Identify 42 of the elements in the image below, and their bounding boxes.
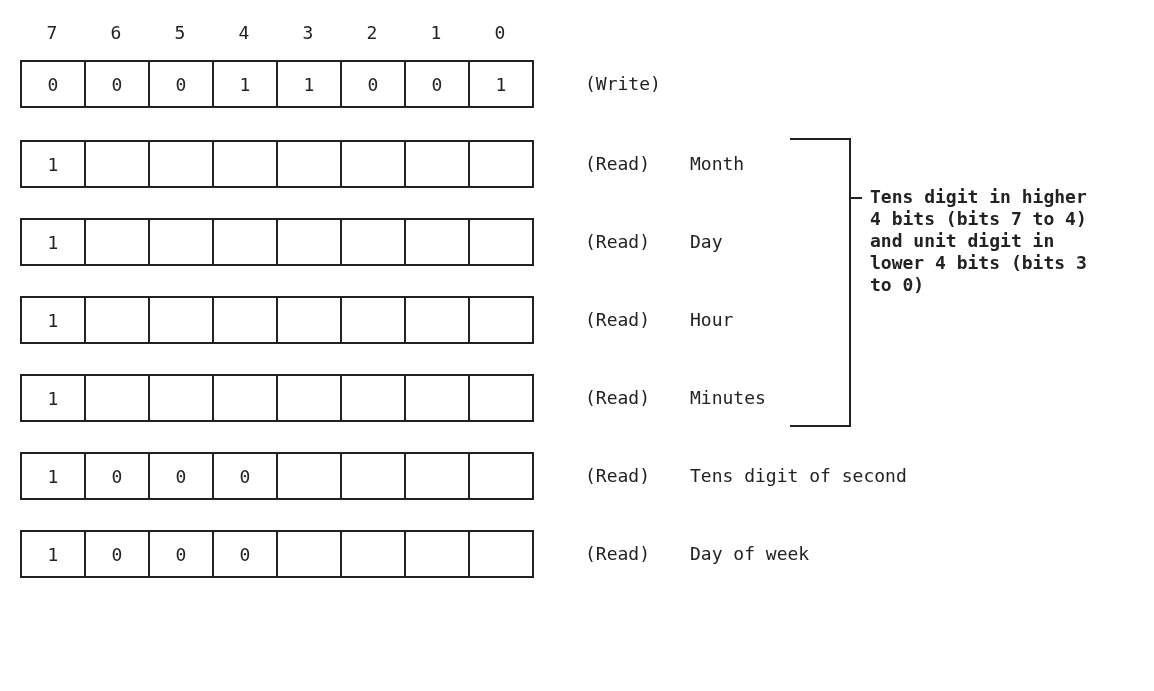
bit-value: 0: [175, 543, 187, 565]
bit-value: 1: [47, 387, 59, 409]
bracket-note: Tens digit in higher 4 bits (bits 7 to 4) and unit digit in lower 4 bits (bits 3 to 0): [870, 186, 1088, 296]
bit-number: 0: [493, 22, 507, 44]
bit-value: 0: [47, 73, 59, 95]
bit-value: 1: [47, 231, 59, 253]
bit-value: 1: [239, 73, 251, 95]
bit-value: 0: [111, 543, 123, 565]
bit-value: 1: [47, 465, 59, 487]
bit-value: 0: [239, 543, 251, 565]
bit-number: 5: [173, 22, 187, 44]
access-mode-label: (Read): [585, 543, 651, 565]
access-mode-label: (Read): [585, 387, 651, 409]
access-mode-label: (Read): [585, 309, 651, 331]
bit-value: 1: [303, 73, 315, 95]
bit-value: 1: [47, 153, 59, 175]
access-mode-label: (Read): [585, 465, 651, 487]
bit-value: 0: [111, 465, 123, 487]
bit-value: 0: [111, 73, 123, 95]
register-name: Month: [690, 153, 745, 175]
access-mode-label: (Write): [585, 73, 661, 95]
bit-number: 1: [429, 22, 443, 44]
bit-number: 6: [109, 22, 123, 44]
bit-value: 1: [47, 309, 59, 331]
register-name: Tens digit of second: [690, 465, 907, 487]
bit-value: 0: [175, 465, 187, 487]
bit-value: 0: [239, 465, 251, 487]
access-mode-label: (Read): [585, 153, 651, 175]
register-name: Hour: [690, 309, 734, 331]
bit-number: 3: [301, 22, 315, 44]
register-name: Day of week: [690, 543, 810, 565]
bit-number: 4: [237, 22, 251, 44]
register-name: Minutes: [690, 387, 766, 409]
bit-value: 1: [47, 543, 59, 565]
access-mode-label: (Read): [585, 231, 651, 253]
bit-value: 0: [175, 73, 187, 95]
register-name: Day: [690, 231, 723, 253]
bit-number: 7: [45, 22, 59, 44]
bit-value: 0: [367, 73, 379, 95]
bit-number: 2: [365, 22, 379, 44]
bit-value: 1: [495, 73, 507, 95]
bit-value: 0: [431, 73, 443, 95]
